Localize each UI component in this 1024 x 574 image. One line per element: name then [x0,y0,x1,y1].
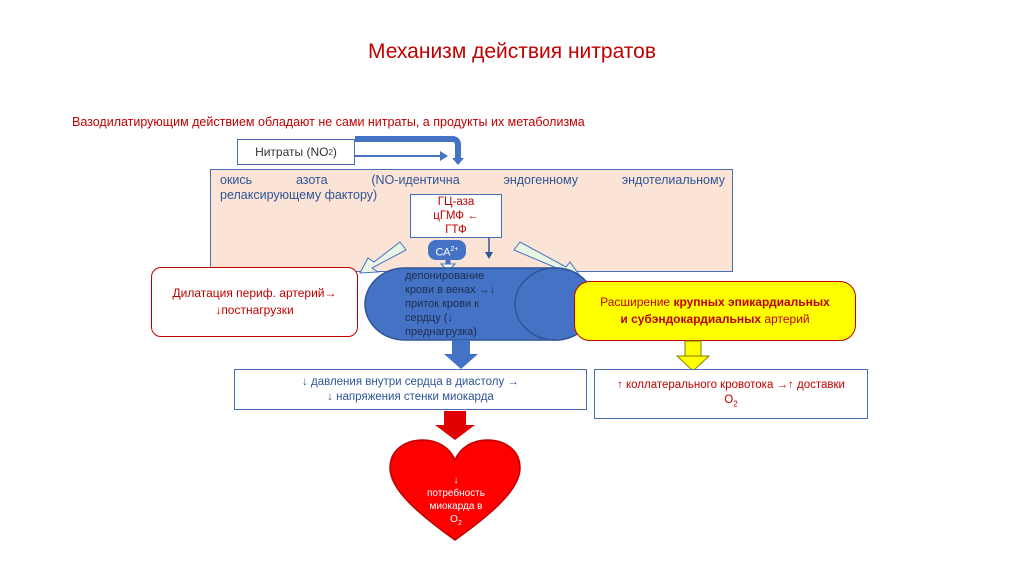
pressure-box: ↓ давления внутри сердца в диастолу → ↓ … [234,369,587,410]
left-box-line2: ↓постнагрузки [215,303,294,317]
collateral-line2: О [724,394,734,406]
nitrates-sub: 2 [328,147,333,157]
depot-line4: сердцу (↓ [405,312,453,324]
depot-line3: приток крови к [405,298,480,310]
collateral-line1: ↑ коллатерального кровотока →↑ доставки [617,379,845,391]
left-box-line1: Дилатация периф. артерий→ [172,286,337,300]
subtitle: Вазодилатирующим действием обладают не с… [72,115,585,129]
heart-sub: 2 [457,520,462,527]
heart-line2: потребность [427,488,485,499]
pressure-line1: ↓ давления внутри сердца в диастолу → [302,376,519,388]
enzyme-line2: цГМФ ← [433,210,479,222]
enzyme-line1: ГЦ-аза [437,196,475,208]
pressure-line2: ↓ напряжения стенки миокарда [327,391,494,403]
heart-line1: ↓ [453,475,459,486]
calcium-sup: 2+ [450,246,459,253]
venous-depot-text: депонирование крови в венах →↓ приток кр… [405,269,513,339]
depot-line2: крови в венах →↓ [405,284,496,296]
collateral-sub: 2 [733,399,738,409]
page-title: Механизм действия нитратов [367,40,657,63]
depot-line1: депонирование [405,270,485,282]
heart-text: ↓ потребность миокарда в О2 [418,474,494,530]
calcium-label: СА [435,246,451,259]
right-box-bold2: и субэндокардиальных [620,312,762,326]
heart-line4: О [450,514,458,525]
calcium-badge: СА2+ [428,240,466,260]
heart-line3: миокарда в [429,501,483,512]
peripheral-dilation-box: Дилатация периф. артерий→ ↓постнагрузки [151,267,358,337]
right-box-bold1: крупных эпикардиальных [673,295,830,309]
enzyme-line3: ГТФ [445,224,467,236]
nitric-oxide-line2: релаксирующему фактору) [220,188,378,202]
nitric-oxide-line1: окись азота (NO-идентична эндогенному эн… [220,173,725,187]
right-box-post: артерий [761,312,810,326]
collateral-flow-box: ↑ коллатерального кровотока →↑ доставки … [594,369,868,419]
guanylate-cyclase-box: ГЦ-аза цГМФ ← ГТФ [410,194,502,238]
nitrates-close: ) [332,145,337,159]
depot-line5: преднагрузка) [405,326,477,338]
epicardial-dilation-box: Расширение крупных эпикардиальных и субэ… [574,281,856,341]
right-box-pre: Расширение [600,295,674,309]
nitrates-label: Нитраты (NO [255,145,329,159]
